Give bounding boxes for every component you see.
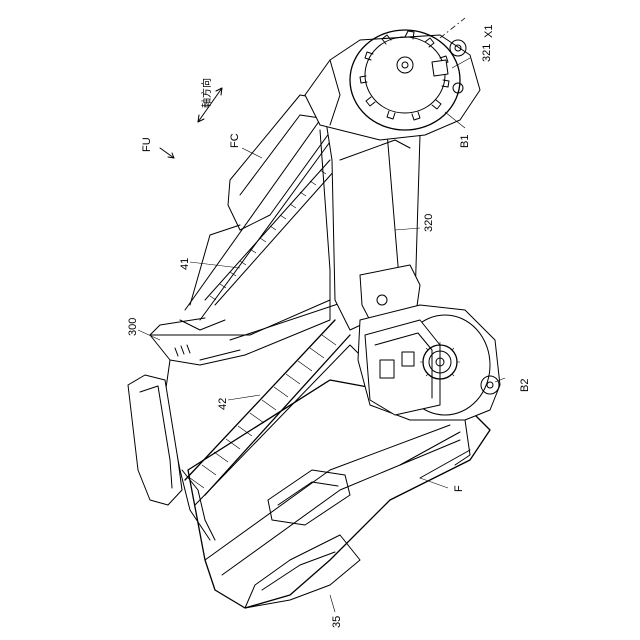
label-42: 42 — [217, 398, 229, 410]
label-fc: FC — [229, 133, 241, 148]
label-f: F — [453, 485, 465, 492]
label-320: 320 — [423, 214, 435, 232]
label-b2: B2 — [519, 379, 531, 392]
label-300: 300 — [127, 318, 139, 336]
fu-arrow — [160, 148, 174, 158]
label-axial-direction: 軸方向 — [200, 78, 213, 108]
label-321: 321 — [481, 44, 493, 62]
label-fu: FU — [141, 137, 153, 152]
lower-drive-assembly — [358, 305, 500, 465]
label-x1: X1 — [483, 25, 495, 38]
bracket-320 — [325, 108, 420, 330]
end-frame-300 — [128, 300, 330, 540]
label-41: 41 — [179, 258, 191, 270]
label-b1: B1 — [459, 135, 471, 148]
label-35: 35 — [331, 616, 343, 628]
